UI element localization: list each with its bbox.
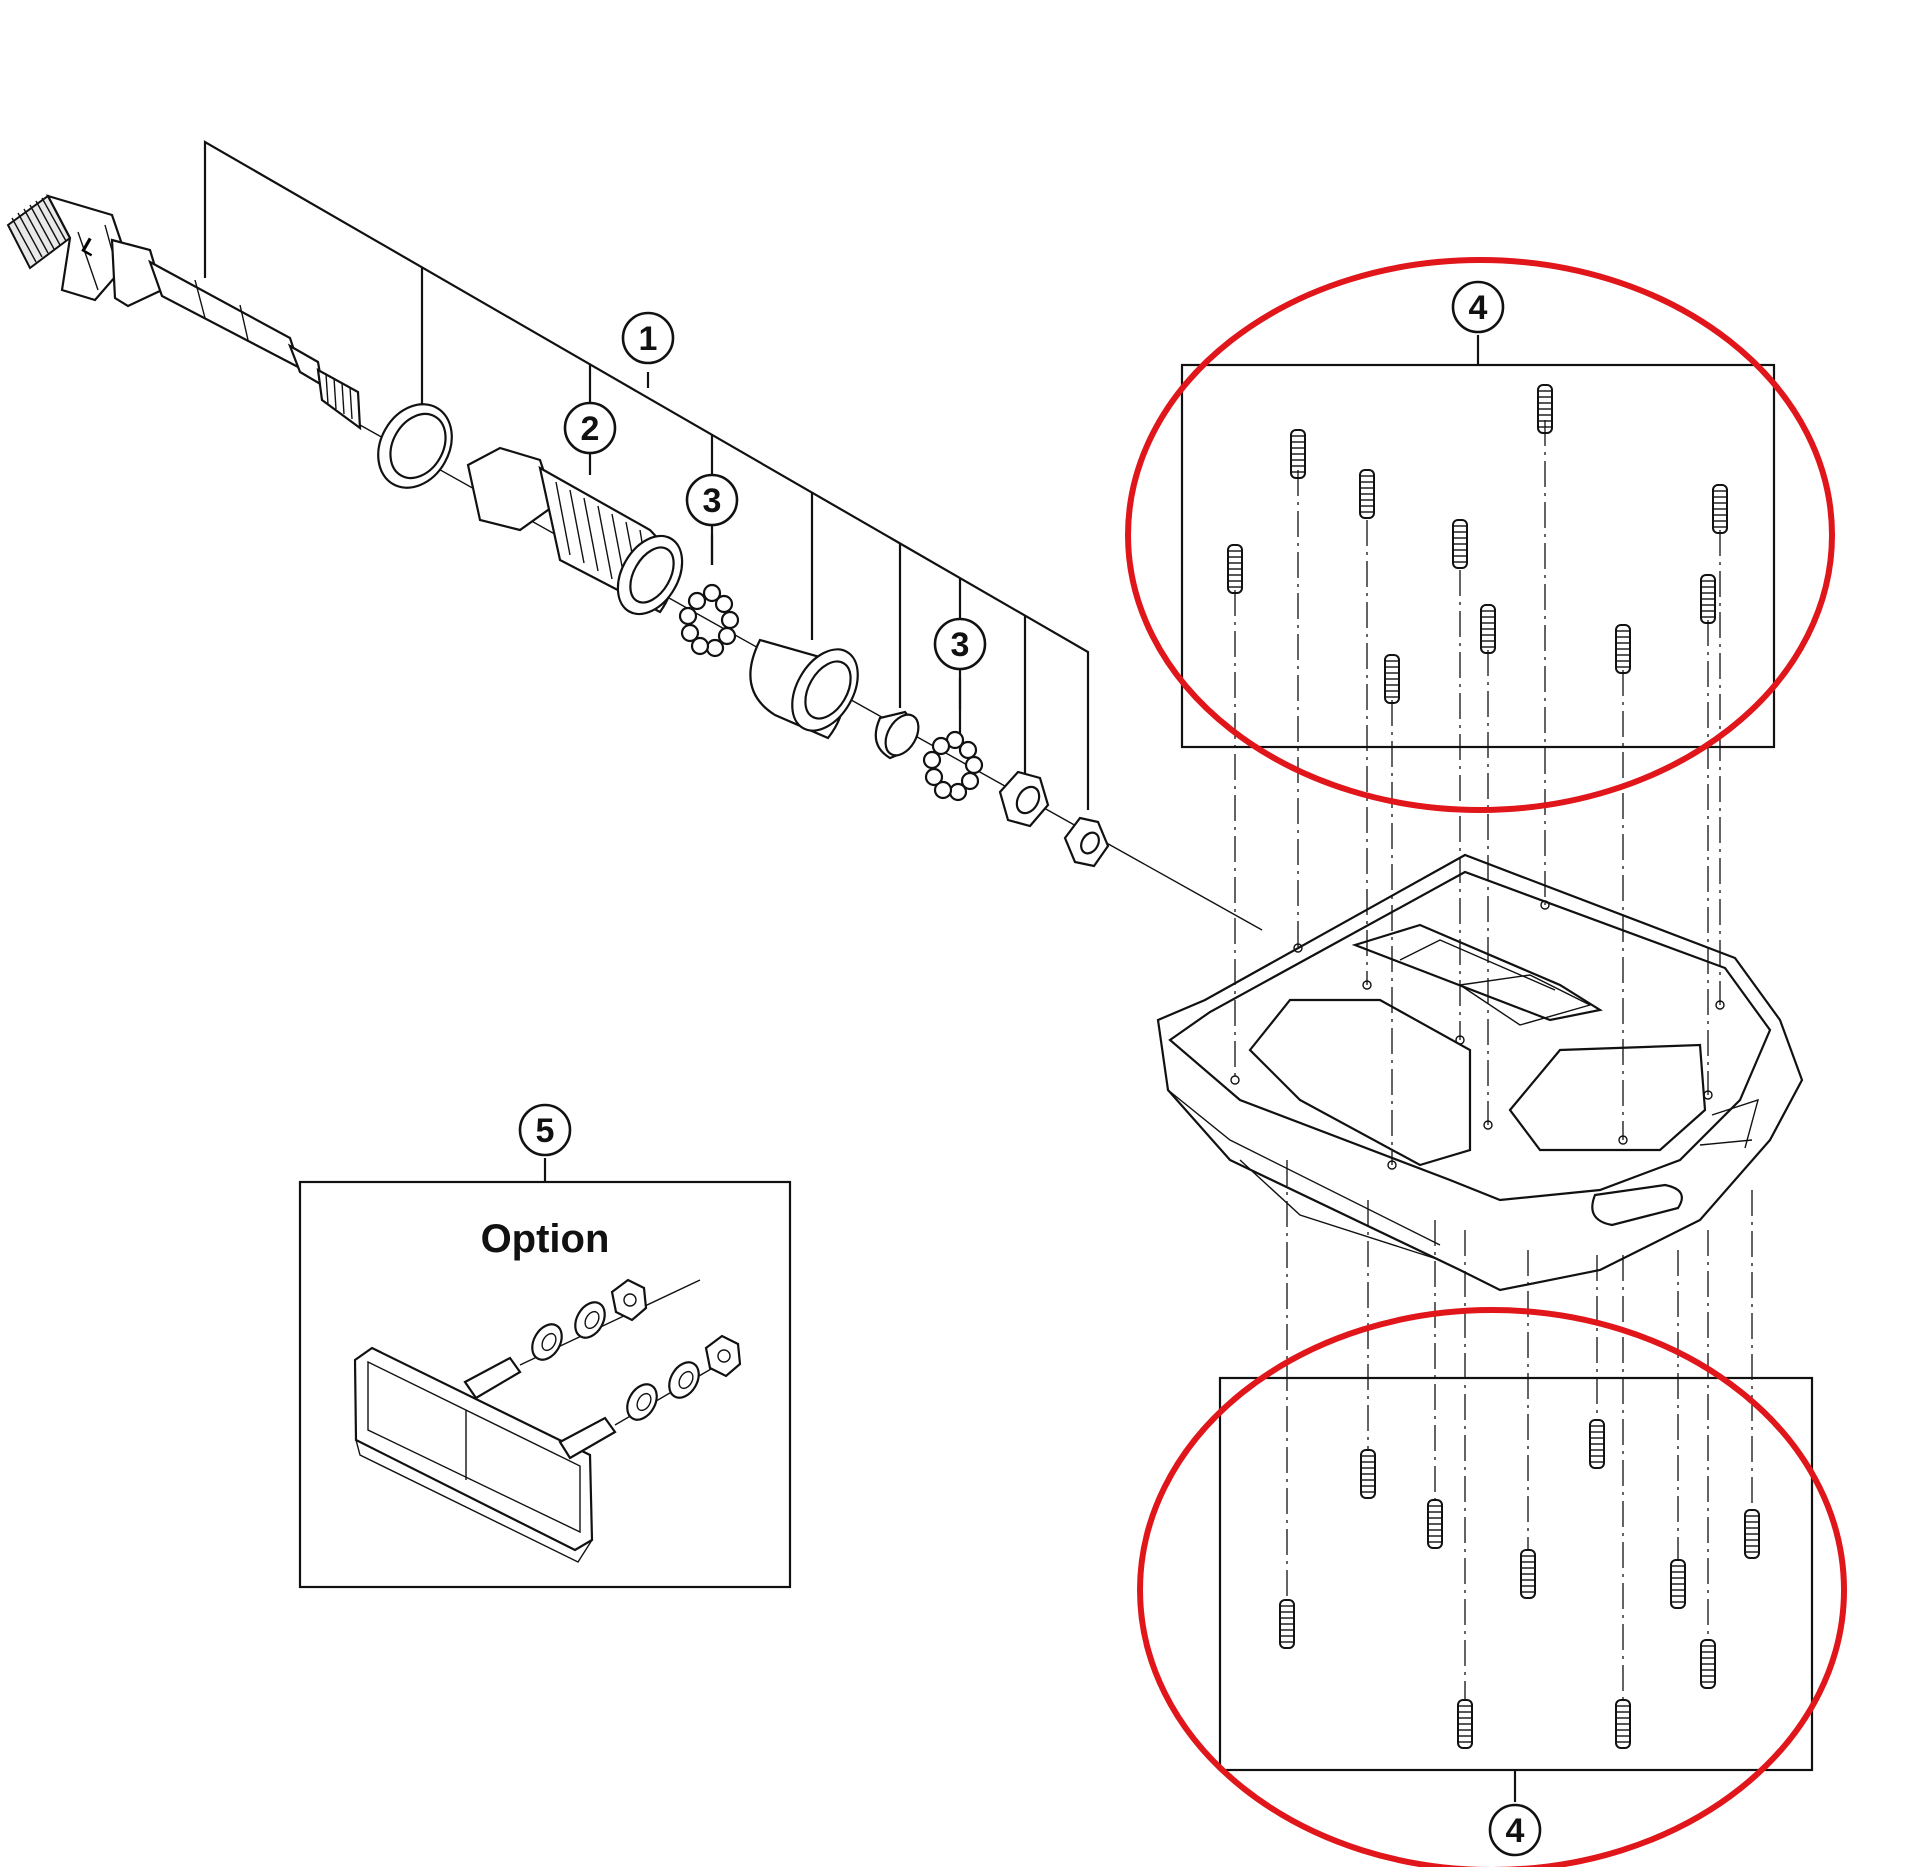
reflector-washers-lower xyxy=(626,1334,742,1421)
pin-screw xyxy=(1700,574,1716,624)
bushing-tube xyxy=(749,638,859,740)
callout-3-lower: 3 xyxy=(933,617,987,671)
pin-screw xyxy=(1359,469,1375,519)
svg-text:2: 2 xyxy=(581,410,600,448)
reflector xyxy=(353,1346,594,1563)
pedal-spindle: L xyxy=(6,194,362,431)
pin-screw xyxy=(1520,1549,1536,1599)
cone-washer xyxy=(874,710,920,760)
callout-4-top: 4 xyxy=(1451,280,1505,334)
callout-5: 5 xyxy=(518,1103,572,1157)
highlight-ellipse-bottom xyxy=(1137,1307,1847,1867)
pin-screw xyxy=(1589,1419,1605,1469)
pin-screw xyxy=(1279,1599,1295,1649)
bearing-sleeve xyxy=(466,446,684,616)
pin-screw xyxy=(1615,1699,1631,1749)
pin-screw xyxy=(1384,654,1400,704)
option-box: Option xyxy=(298,1158,792,1589)
pin-screw xyxy=(1457,1699,1473,1749)
pin-screw xyxy=(1744,1509,1760,1559)
svg-text:3: 3 xyxy=(951,626,970,664)
ball-bearing-ring-2 xyxy=(922,730,984,802)
top-pins xyxy=(1227,384,1728,704)
pin-screw xyxy=(1712,484,1728,534)
lock-nut xyxy=(998,770,1050,828)
pedal-body xyxy=(1156,853,1804,1292)
highlight-ellipse-top xyxy=(1125,257,1835,813)
end-nut xyxy=(1063,816,1110,868)
ball-bearing-ring-1 xyxy=(678,583,740,658)
pin-screw xyxy=(1480,604,1496,654)
pin-screw xyxy=(1360,1449,1376,1499)
pin-screw xyxy=(1615,624,1631,674)
callout-2: 2 xyxy=(563,401,617,455)
top-pin-group xyxy=(1180,335,1776,1170)
pin-screw xyxy=(1452,519,1468,569)
svg-text:4: 4 xyxy=(1469,289,1488,327)
pin-screw xyxy=(1670,1559,1686,1609)
reflector-washers-upper xyxy=(531,1278,648,1361)
pin-screw xyxy=(1700,1639,1716,1689)
callout-3-upper: 3 xyxy=(685,473,739,527)
callout-1: 1 xyxy=(621,311,675,365)
svg-text:5: 5 xyxy=(536,1112,555,1150)
svg-text:4: 4 xyxy=(1506,1812,1525,1850)
callout-4-bottom: 4 xyxy=(1488,1803,1542,1857)
option-label: Option xyxy=(481,1217,610,1261)
pin-screw xyxy=(1537,384,1553,434)
bottom-pins xyxy=(1279,1419,1760,1749)
svg-text:1: 1 xyxy=(639,320,658,358)
svg-text:3: 3 xyxy=(703,482,722,520)
seal-ring xyxy=(377,403,453,489)
pin-screw xyxy=(1227,544,1243,594)
pin-screw xyxy=(1427,1499,1443,1549)
part-group-1-bracket xyxy=(203,140,1090,810)
